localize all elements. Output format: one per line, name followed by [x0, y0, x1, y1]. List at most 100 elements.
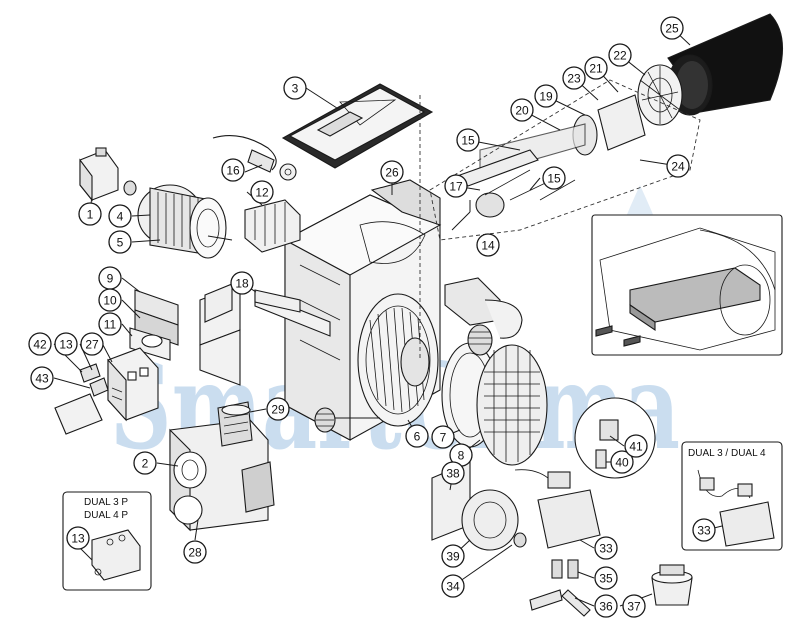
callout-38: 38 [441, 461, 465, 485]
callout-number: 33 [697, 524, 711, 538]
fan-impeller [357, 293, 439, 427]
callout-number: 40 [615, 456, 629, 470]
callout-18: 18 [230, 271, 254, 295]
callout-number: 34 [446, 580, 460, 594]
callout-number: 25 [665, 22, 679, 36]
callout-34: 34 [441, 574, 465, 598]
callout-13: 13 [66, 526, 90, 550]
callout-number: 13 [59, 338, 73, 352]
fittings [529, 559, 591, 617]
callout-22: 22 [608, 43, 632, 67]
callout-17: 17 [444, 174, 468, 198]
callout-number: 2 [142, 457, 149, 471]
callout-27: 27 [80, 332, 104, 356]
callout-1: 1 [78, 202, 102, 226]
callout-number: 7 [440, 431, 447, 445]
callout-number: 22 [613, 49, 627, 63]
callout-40: 40 [610, 450, 634, 474]
callout-15: 15 [542, 166, 566, 190]
ignition-transformer [244, 199, 301, 253]
callout-number: 17 [449, 180, 463, 194]
inset-detail-box [591, 214, 783, 356]
callout-29: 29 [266, 397, 290, 421]
callout-5: 5 [108, 230, 132, 254]
callout-number: 16 [226, 164, 240, 178]
callout-42: 42 [28, 332, 52, 356]
callout-36: 36 [594, 594, 618, 618]
callout-28: 28 [183, 540, 207, 564]
callout-number: 13 [71, 532, 85, 546]
callout-number: 41 [629, 440, 643, 454]
callout-number: 9 [107, 272, 114, 286]
head-assembly-boundary [429, 79, 701, 241]
callout-number: 12 [255, 186, 269, 200]
callout-25: 25 [660, 16, 684, 40]
callout-15: 15 [456, 128, 480, 152]
dual-3p-4p-box: DUAL 3 P DUAL 4 P [62, 491, 152, 591]
solenoid-detail-circle [574, 397, 656, 479]
callout-number: 6 [414, 430, 421, 444]
callout-14: 14 [476, 233, 500, 257]
callout-33: 33 [692, 518, 716, 542]
callout-number: 5 [117, 236, 124, 250]
gas-valve [169, 401, 275, 532]
callout-6: 6 [405, 424, 429, 448]
callout-number: 15 [547, 172, 561, 186]
callout-37: 37 [622, 594, 646, 618]
callout-20: 20 [510, 98, 534, 122]
callout-number: 33 [599, 542, 613, 556]
callout-9: 9 [98, 266, 122, 290]
callout-number: 35 [599, 572, 613, 586]
air-inlet-grille [476, 344, 548, 466]
callout-number: 10 [103, 294, 117, 308]
callout-number: 4 [117, 210, 124, 224]
diffuser-disc [637, 64, 683, 126]
callout-10: 10 [98, 288, 122, 312]
junction-box [79, 147, 137, 202]
oil-pump [514, 469, 601, 549]
callout-number: 42 [33, 338, 47, 352]
callout-41: 41 [624, 434, 648, 458]
callout-2: 2 [133, 451, 157, 475]
gas-connector [314, 407, 380, 433]
callout-number: 27 [85, 338, 99, 352]
callout-7: 7 [431, 425, 455, 449]
callout-11: 11 [98, 312, 122, 336]
callout-23: 23 [562, 66, 586, 90]
callout-number: 43 [35, 372, 49, 386]
blast-tube [667, 13, 784, 116]
callout-number: 11 [104, 318, 117, 332]
callout-19: 19 [534, 84, 558, 108]
callout-number: 1 [87, 208, 94, 222]
control-box [107, 347, 159, 422]
callout-43: 43 [30, 366, 54, 390]
callout-number: 19 [539, 90, 553, 104]
callout-16: 16 [221, 158, 245, 182]
callout-number: 24 [671, 160, 685, 174]
callout-number: 37 [627, 600, 641, 614]
callout-number: 36 [599, 600, 613, 614]
callout-number: 23 [567, 72, 581, 86]
callout-number: 20 [515, 104, 529, 118]
nozzle-holder [444, 277, 523, 356]
callout-35: 35 [594, 566, 618, 590]
callout-number: 21 [589, 62, 603, 76]
callout-number: 15 [461, 134, 475, 148]
cover-plate [281, 83, 434, 169]
mounting-brackets [204, 283, 301, 323]
callout-number: 38 [446, 467, 460, 481]
air-pressure-switch [129, 289, 179, 361]
callout-number: 39 [446, 550, 460, 564]
dual-right-line1: DUAL 3 / DUAL 4 [688, 448, 766, 459]
callout-12: 12 [250, 180, 274, 204]
callout-4: 4 [108, 204, 132, 228]
callout-33: 33 [594, 536, 618, 560]
callout-26: 26 [380, 160, 404, 184]
oil-filter [651, 564, 693, 606]
combustion-head [459, 94, 646, 218]
callout-number: 26 [385, 166, 399, 180]
callout-number: 3 [292, 82, 299, 96]
callout-21: 21 [584, 56, 608, 80]
